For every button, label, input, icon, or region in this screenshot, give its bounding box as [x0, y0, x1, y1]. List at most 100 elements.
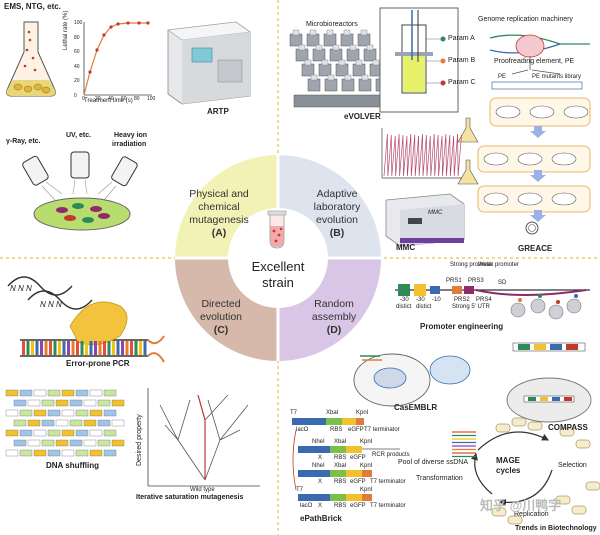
base-pair-bar — [143, 341, 147, 355]
quadrant-d-title: Random assembly — [311, 298, 357, 323]
reactor-vial — [366, 44, 374, 51]
casemblr-diagram — [353, 353, 471, 407]
prs1-label: PRS1 — [446, 278, 462, 284]
shuffling-block — [55, 419, 69, 427]
base-pair-bar — [71, 341, 75, 355]
base-pair-bar — [31, 341, 34, 355]
strong-5utr-label: Strong 5' UTR — [452, 304, 490, 310]
reactor-vial — [292, 29, 300, 36]
rbs-4: RBS — [334, 503, 347, 509]
artp-label: ARTP — [207, 107, 229, 116]
kpni-2: KpnI — [360, 439, 373, 445]
mmc-growth-line — [383, 133, 462, 177]
base-pair-bar — [94, 341, 97, 355]
base-pair-bar — [44, 341, 48, 355]
egfp-3: eGFP — [350, 479, 366, 485]
minus30-a: -30 — [400, 297, 409, 303]
x-4: X — [318, 503, 323, 509]
cell-icon — [529, 105, 555, 119]
base-pair-bar — [58, 341, 61, 355]
reactor-vial — [372, 59, 380, 66]
dna-shuffling-label: DNA shuffling — [46, 461, 100, 470]
transformation-label: Transformation — [416, 475, 463, 482]
error-prone-pcr-illustration — [7, 276, 165, 363]
shuffling-block — [19, 389, 33, 397]
shuffling-block — [41, 439, 55, 447]
ssdna-pool-label: Pool of diverse ssDNA — [398, 459, 469, 466]
xbai-3: XbaI — [334, 463, 347, 469]
plot-xtick: 100 — [147, 96, 156, 102]
kpni-1: KpnI — [356, 410, 369, 416]
plot-ytick: 60 — [74, 49, 80, 55]
flask-icon — [6, 21, 56, 97]
shuffling-block — [103, 429, 117, 437]
strong-promoter-label: Strong promoter — [450, 262, 494, 268]
shuffling-block — [33, 429, 47, 437]
base-pair-bar — [26, 341, 30, 355]
base-pair-bar — [139, 341, 142, 355]
flask-small — [457, 159, 479, 185]
shuffling-block — [75, 449, 89, 457]
artp-machine-icon — [167, 21, 251, 105]
genome-replication-diagram — [489, 34, 590, 90]
nnn-label-1: N N N — [10, 284, 32, 293]
reactor-vial — [310, 74, 318, 81]
center-circle — [228, 208, 328, 308]
proofreading-label: Proofreading element, PE — [494, 58, 575, 65]
mmc-label: MMC — [396, 243, 416, 252]
rcr-products-label: RCR products — [372, 452, 410, 458]
reactor-vial — [327, 74, 335, 81]
plasmid-inner — [528, 224, 536, 232]
shuffling-block — [61, 429, 75, 437]
microbioreactor-array — [289, 29, 397, 108]
reactor-vial — [315, 44, 323, 51]
plot-xtick: 20 — [95, 96, 101, 102]
shuffling-block — [47, 389, 61, 397]
reactor-vial — [298, 44, 306, 51]
flask-small — [457, 117, 479, 143]
uv-label: UV, etc. — [66, 132, 92, 139]
sd-label: SD — [498, 280, 507, 286]
desired-property-label: Desired property — [136, 414, 143, 466]
cell-icon — [517, 192, 543, 206]
gamma-label: γ-Ray, etc. — [6, 138, 41, 145]
epcr-label: Error-prone PCR — [66, 359, 130, 368]
reactor-unit — [340, 33, 354, 47]
mmc-device-text: MMC — [428, 210, 443, 216]
base-pair-bar — [80, 341, 84, 355]
shuffling-block — [33, 449, 47, 457]
shuffling-block — [111, 419, 125, 427]
compass-diagram — [506, 342, 592, 423]
mage-cell-icon — [491, 507, 507, 517]
center-label: Excellent strain — [238, 259, 318, 291]
nhei-2: NheI — [312, 463, 325, 469]
heavy-ion-label-2: irradiation — [112, 141, 147, 148]
shuffling-block — [41, 419, 55, 427]
base-pair-bar — [112, 341, 115, 355]
mage-cell-icon — [559, 427, 575, 437]
genome-replication-label: Genome replication machinery — [478, 16, 573, 23]
base-pair-bar — [89, 341, 93, 355]
egfp-2: eGFP — [350, 455, 366, 461]
reactor-vial — [344, 74, 352, 81]
minus10: -10 — [432, 297, 441, 303]
shuffling-block — [61, 389, 75, 397]
reactor-unit — [318, 63, 332, 77]
pe-label: PE — [498, 74, 507, 80]
base-pair-bar — [62, 341, 66, 355]
base-pair-bar — [98, 341, 102, 355]
cell-icon — [483, 152, 509, 166]
shuffling-block — [103, 449, 117, 457]
replication-label: Replication — [514, 511, 549, 518]
param-a-label: Param A — [448, 35, 475, 42]
wild-type-label: Wild type — [190, 487, 215, 493]
t7-terminator-3: T7 terminator — [370, 479, 406, 485]
greace-arrow — [530, 126, 546, 138]
quadrant-d-letter: (D) — [326, 324, 342, 336]
base-pair-bar — [103, 341, 106, 355]
lamp-uv-icon — [70, 151, 90, 195]
plot-xtick: 60 — [121, 96, 127, 102]
reactor-vial — [338, 59, 346, 66]
distict-1: distict — [396, 304, 412, 310]
petri-dish-icon — [33, 197, 131, 231]
